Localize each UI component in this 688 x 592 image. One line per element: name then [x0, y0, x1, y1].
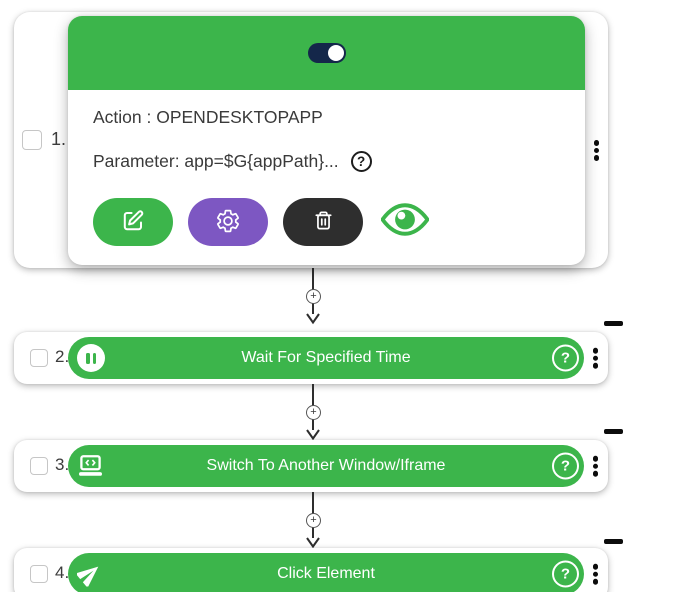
help-icon[interactable]: ?: [552, 560, 579, 588]
step-number: 3.: [55, 455, 70, 474]
add-step-icon[interactable]: +: [306, 513, 321, 528]
step-checkbox[interactable]: [30, 349, 48, 367]
pause-icon: [77, 344, 105, 372]
step-row-4: 4. Click Element ?: [14, 548, 608, 592]
help-icon[interactable]: ?: [552, 452, 579, 480]
trash-icon: [312, 209, 335, 235]
step-number: 2.: [55, 347, 70, 366]
step-action-pill[interactable]: Wait For Specified Time ?: [68, 337, 584, 379]
edit-button[interactable]: [93, 198, 173, 246]
connector: +: [303, 492, 323, 550]
step-number: 1.: [51, 129, 67, 149]
arrow-down-icon: [306, 537, 320, 549]
laptop-code-icon: [77, 455, 104, 478]
delete-button[interactable]: [283, 198, 363, 246]
paper-plane-icon: [77, 562, 102, 587]
view-button[interactable]: [380, 202, 430, 242]
step-action-pill[interactable]: Switch To Another Window/Iframe ?: [68, 445, 584, 487]
parameter-text: Parameter: app=$G{appPath}...: [93, 151, 339, 171]
kebab-menu-icon[interactable]: [591, 454, 601, 479]
enable-toggle[interactable]: [307, 43, 346, 63]
action-text: Action : OPENDESKTOPAPP: [93, 107, 323, 127]
step-detail-header: [68, 16, 585, 90]
arrow-down-icon: [306, 313, 320, 325]
step-action-label: Wait For Specified Time: [241, 349, 411, 366]
step-checkbox[interactable]: [30, 565, 48, 583]
arrow-down-icon: [306, 429, 320, 441]
add-step-icon[interactable]: +: [306, 405, 321, 420]
settings-button[interactable]: [188, 198, 268, 246]
step-action-label: Switch To Another Window/Iframe: [206, 457, 446, 474]
help-icon[interactable]: ?: [350, 151, 372, 172]
gear-icon: [215, 208, 241, 237]
edit-icon: [121, 209, 145, 236]
kebab-menu-icon[interactable]: [591, 346, 601, 371]
kebab-menu-icon[interactable]: [591, 562, 601, 587]
step-action-pill[interactable]: Click Element ?: [68, 553, 584, 592]
step-number: 4.: [55, 563, 70, 582]
toggle-knob: [327, 45, 344, 61]
collapse-handle[interactable]: [604, 321, 623, 326]
kebab-menu-icon[interactable]: [592, 138, 602, 163]
eye-icon: [380, 202, 430, 242]
help-icon[interactable]: ?: [552, 344, 579, 372]
collapse-handle[interactable]: [604, 539, 623, 544]
step-row-3: 3. Switch To Another Window/Iframe ?: [14, 440, 608, 492]
step-checkbox[interactable]: [30, 457, 48, 475]
add-step-icon[interactable]: +: [306, 289, 321, 304]
step-action-label: Click Element: [277, 565, 375, 582]
step-checkbox[interactable]: [22, 130, 42, 150]
connector: +: [303, 268, 323, 326]
step-detail-card: Action : OPENDESKTOPAPP Parameter: app=$…: [68, 16, 585, 265]
collapse-handle[interactable]: [604, 429, 623, 434]
step-row-2: 2. Wait For Specified Time ?: [14, 332, 608, 384]
connector: +: [303, 384, 323, 442]
